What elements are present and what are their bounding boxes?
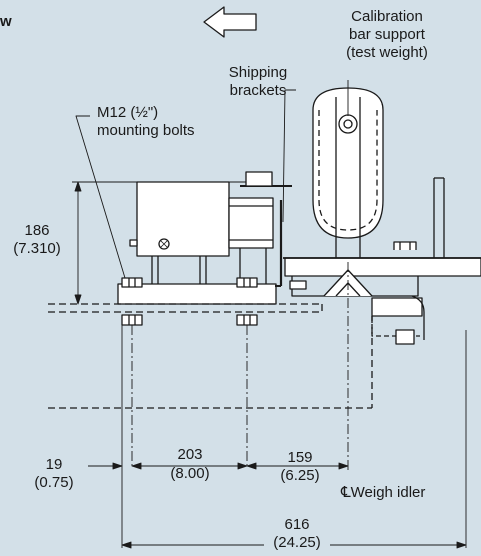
dim-159-in: (6.25) bbox=[280, 467, 320, 484]
mounting-bolts-label: M12 (½") mounting bolts bbox=[97, 104, 195, 140]
dim-19-mm: 19 bbox=[45, 456, 63, 473]
weigh-idler-label: ℄Weigh idler bbox=[341, 484, 426, 501]
dimension-203: 203 (8.00) bbox=[160, 446, 220, 483]
dim-616-mm: 616 bbox=[284, 516, 310, 533]
bolts-label-line2: mounting bolts bbox=[97, 122, 195, 139]
calibration-label-line3: (test weight) bbox=[346, 44, 428, 61]
dim-203-mm: 203 bbox=[177, 446, 203, 463]
dim-616-in: (24.25) bbox=[273, 534, 321, 551]
corner-fragment: w bbox=[0, 13, 12, 30]
shipping-brackets-label: Shipping brackets bbox=[208, 64, 308, 100]
bolts-label-line1: M12 (½") bbox=[97, 104, 159, 121]
dimension-186: 186 (7.310) bbox=[4, 222, 70, 258]
dimension-616: 616 (24.25) bbox=[264, 516, 330, 552]
calibration-label: Calibration bar support (test weight) bbox=[322, 8, 452, 62]
dimension-lines bbox=[72, 181, 467, 549]
dim-186-in: (7.310) bbox=[13, 240, 61, 257]
dim-19-in: (0.75) bbox=[34, 474, 74, 491]
calibration-bar-support bbox=[312, 87, 384, 262]
dim-186-mm: 186 bbox=[24, 222, 50, 239]
dim-159-mm: 159 bbox=[287, 449, 313, 466]
dimension-159: 159 (6.25) bbox=[270, 449, 330, 485]
calibration-label-line1: Calibration bbox=[351, 8, 423, 25]
dim-203-in: (8.00) bbox=[170, 465, 210, 482]
left-arrow-icon bbox=[203, 6, 257, 38]
leader-lines bbox=[75, 80, 349, 279]
shipping-label-line1: Shipping bbox=[228, 64, 288, 81]
dimension-19: 19 (0.75) bbox=[24, 456, 84, 492]
conveyor-stringer bbox=[48, 303, 373, 409]
calibration-label-line2: bar support bbox=[349, 26, 425, 43]
idler-nut bbox=[393, 241, 417, 250]
idler-frame bbox=[371, 295, 425, 345]
shipping-label-line2: brackets bbox=[229, 82, 287, 99]
load-cell-housing bbox=[117, 171, 292, 305]
